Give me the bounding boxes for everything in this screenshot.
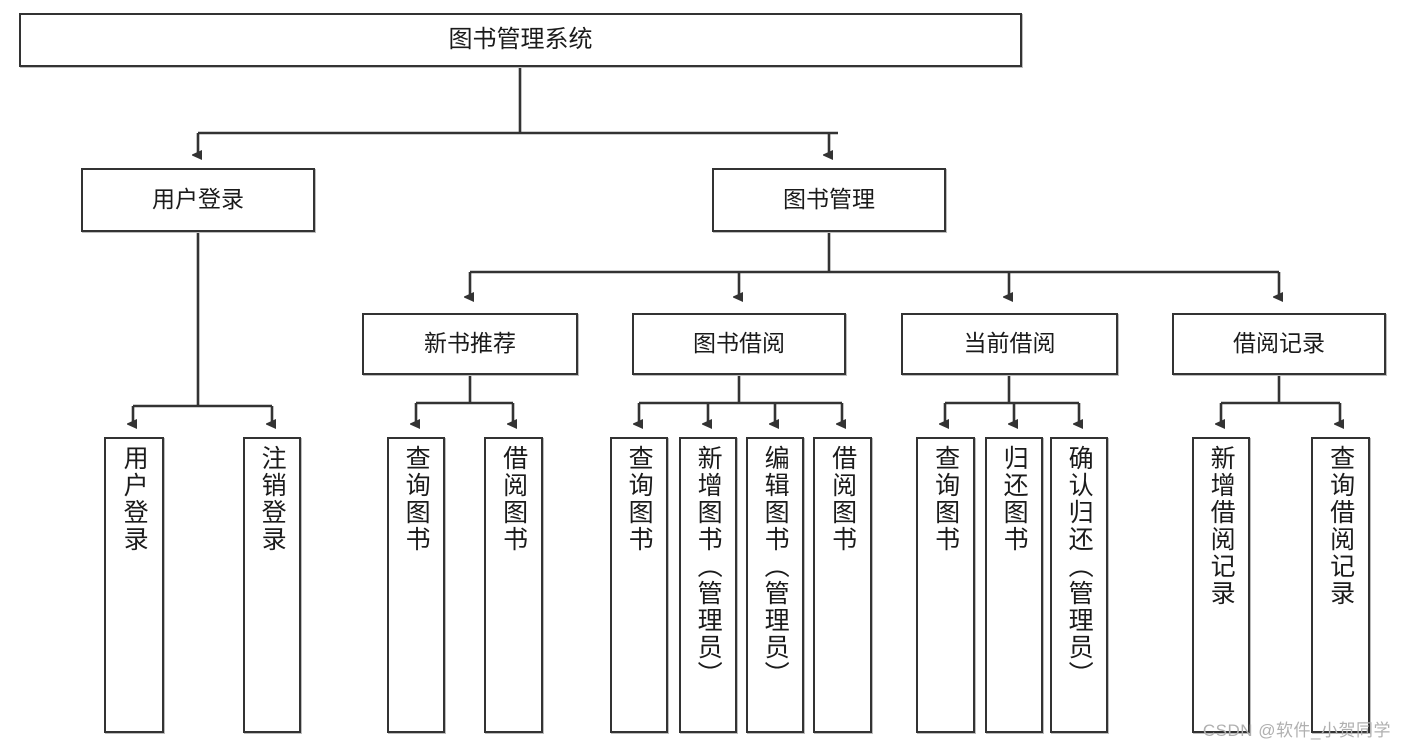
node-leaf-return-book-label: 归还图书 [1000, 445, 1029, 553]
node-root[interactable]: 图书管理系统 [19, 13, 1022, 67]
node-leaf-logout-label: 注销登录 [258, 445, 287, 553]
csdn-watermark: CSDN @软件_小贺同学 [1202, 721, 1391, 740]
node-leaf-query-book-cur-label: 查询图书 [931, 445, 960, 553]
node-leaf-user-login-label: 用户登录 [120, 445, 149, 553]
node-book-manage[interactable]: 图书管理 [712, 168, 946, 232]
node-leaf-add-record-label: 新增借阅记录 [1207, 445, 1236, 607]
node-leaf-borrow-book-rec[interactable]: 借阅图书 [484, 437, 543, 733]
node-leaf-query-book-rec-label: 查询图书 [402, 445, 431, 553]
node-leaf-add-book[interactable]: 新增图书（管理员） [679, 437, 737, 733]
node-leaf-add-book-label: 新增图书（管理员） [694, 445, 723, 688]
node-new-book-rec-label: 新书推荐 [424, 330, 516, 357]
node-leaf-confirm-return-label: 确认归还（管理员） [1065, 445, 1094, 688]
node-leaf-query-record[interactable]: 查询借阅记录 [1311, 437, 1370, 733]
node-leaf-query-book-borrow-label: 查询图书 [625, 445, 654, 553]
node-leaf-logout[interactable]: 注销登录 [243, 437, 301, 733]
node-leaf-query-record-label: 查询借阅记录 [1326, 445, 1355, 607]
node-leaf-add-record[interactable]: 新增借阅记录 [1192, 437, 1250, 733]
node-leaf-confirm-return[interactable]: 确认归还（管理员） [1050, 437, 1108, 733]
node-root-label: 图书管理系统 [448, 25, 593, 53]
node-new-book-rec[interactable]: 新书推荐 [362, 313, 578, 375]
node-leaf-query-book-borrow[interactable]: 查询图书 [610, 437, 668, 733]
node-leaf-edit-book[interactable]: 编辑图书（管理员） [746, 437, 804, 733]
node-leaf-user-login[interactable]: 用户登录 [104, 437, 164, 733]
node-leaf-borrow-book[interactable]: 借阅图书 [813, 437, 872, 733]
node-current-borrow-label: 当前借阅 [963, 330, 1056, 357]
node-leaf-query-book-cur[interactable]: 查询图书 [916, 437, 975, 733]
node-leaf-borrow-book-label: 借阅图书 [828, 445, 857, 553]
node-borrow-record[interactable]: 借阅记录 [1172, 313, 1386, 375]
node-borrow-record-label: 借阅记录 [1233, 330, 1325, 357]
node-user-login-label: 用户登录 [152, 186, 244, 213]
node-book-borrow-label: 图书借阅 [693, 330, 785, 357]
node-leaf-return-book[interactable]: 归还图书 [985, 437, 1043, 733]
node-leaf-borrow-book-rec-label: 借阅图书 [499, 445, 528, 553]
node-book-manage-label: 图书管理 [783, 186, 875, 213]
node-current-borrow[interactable]: 当前借阅 [901, 313, 1118, 375]
node-leaf-edit-book-label: 编辑图书（管理员） [761, 445, 790, 688]
node-user-login[interactable]: 用户登录 [81, 168, 315, 232]
node-book-borrow[interactable]: 图书借阅 [632, 313, 846, 375]
node-leaf-query-book-rec[interactable]: 查询图书 [387, 437, 445, 733]
